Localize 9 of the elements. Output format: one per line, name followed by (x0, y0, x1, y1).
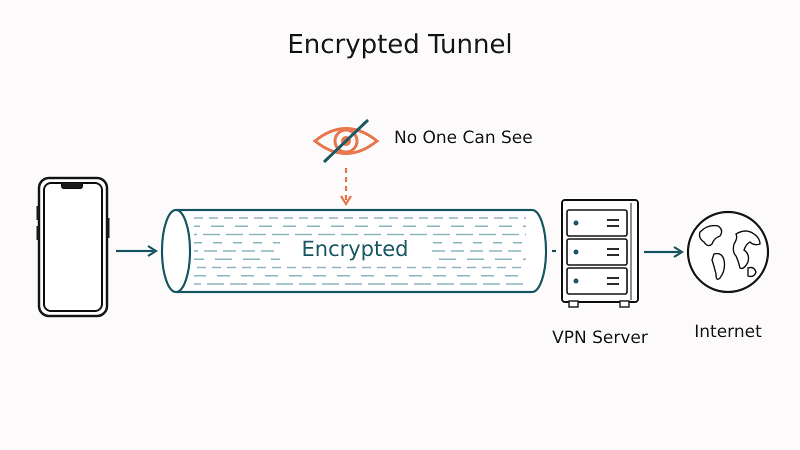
arrow (340, 168, 352, 206)
caption-text: No One Can See (394, 128, 533, 148)
tunnel-label: Encrypted (280, 237, 430, 261)
connector-line (552, 250, 556, 252)
diagram-title: Encrypted Tunnel (286, 30, 514, 60)
arrow (644, 246, 684, 258)
globe-label: Internet (693, 322, 763, 342)
arrow (116, 244, 158, 258)
server-label: VPN Server (551, 328, 649, 348)
